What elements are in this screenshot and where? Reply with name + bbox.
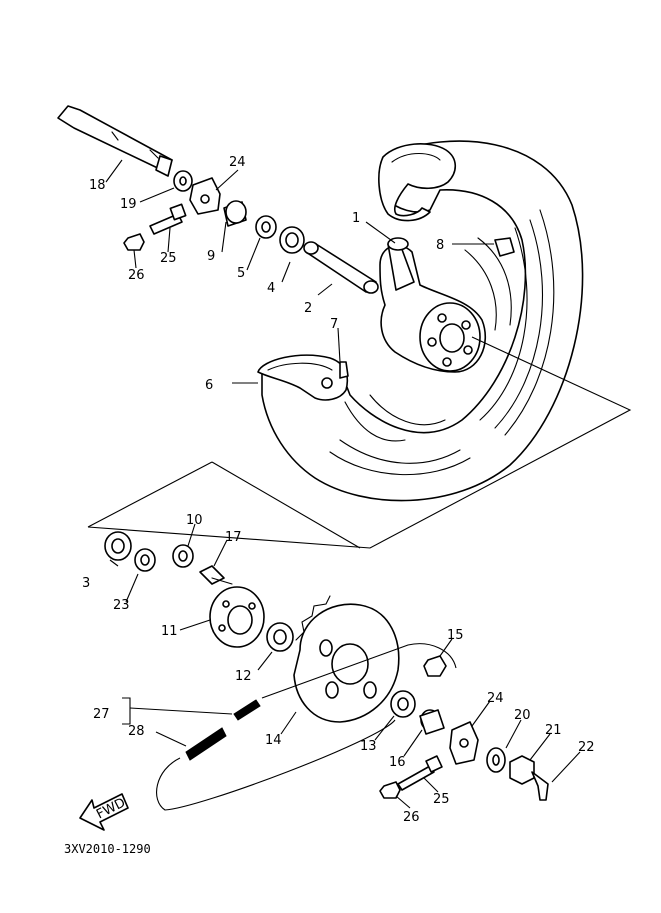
callout-26-bottom: 26 [403, 810, 420, 825]
callout-14: 14 [265, 733, 282, 748]
callout-23: 23 [113, 598, 130, 613]
callout-28: 28 [128, 724, 145, 739]
callout-17: 17 [225, 530, 242, 545]
callout-25-bottom: 25 [433, 792, 450, 807]
assembly-guide-lines [87, 336, 632, 549]
callout-12: 12 [235, 669, 252, 684]
callout-24-bottom: 24 [487, 691, 504, 706]
axle-and-spacers [57, 105, 379, 294]
callout-27: 27 [93, 707, 110, 722]
callout-numbers: 1 2 3 4 5 6 7 8 9 10 11 12 13 14 15 16 1… [82, 155, 595, 825]
fwd-arrow-icon: FWD [79, 793, 129, 831]
wheel-tire-assembly [257, 140, 584, 502]
callout-2: 2 [304, 301, 312, 316]
callout-16: 16 [389, 755, 406, 770]
callout-6: 6 [205, 378, 213, 393]
callout-5: 5 [237, 266, 245, 281]
callout-21: 21 [545, 723, 562, 738]
callout-1: 1 [352, 211, 360, 226]
callout-3: 3 [82, 576, 90, 591]
callout-15: 15 [447, 628, 464, 643]
callout-4: 4 [267, 281, 275, 296]
sprocket-side-assembly [104, 531, 549, 811]
leader-lines [105, 159, 581, 809]
callout-10: 10 [186, 513, 203, 528]
callout-26-top: 26 [128, 268, 145, 283]
callout-24-top: 24 [229, 155, 246, 170]
callout-18: 18 [89, 178, 106, 193]
callout-25-top: 25 [160, 251, 177, 266]
callout-20: 20 [514, 708, 531, 723]
callout-7: 7 [330, 317, 338, 332]
fwd-label: FWD [94, 795, 128, 822]
callout-13: 13 [360, 739, 377, 754]
callout-22: 22 [578, 740, 595, 755]
callout-8: 8 [436, 238, 444, 253]
callout-19: 19 [120, 197, 137, 212]
callout-9: 9 [207, 249, 215, 264]
diagram-code: 3XV2010-1290 [64, 842, 151, 856]
callout-11: 11 [161, 624, 178, 639]
